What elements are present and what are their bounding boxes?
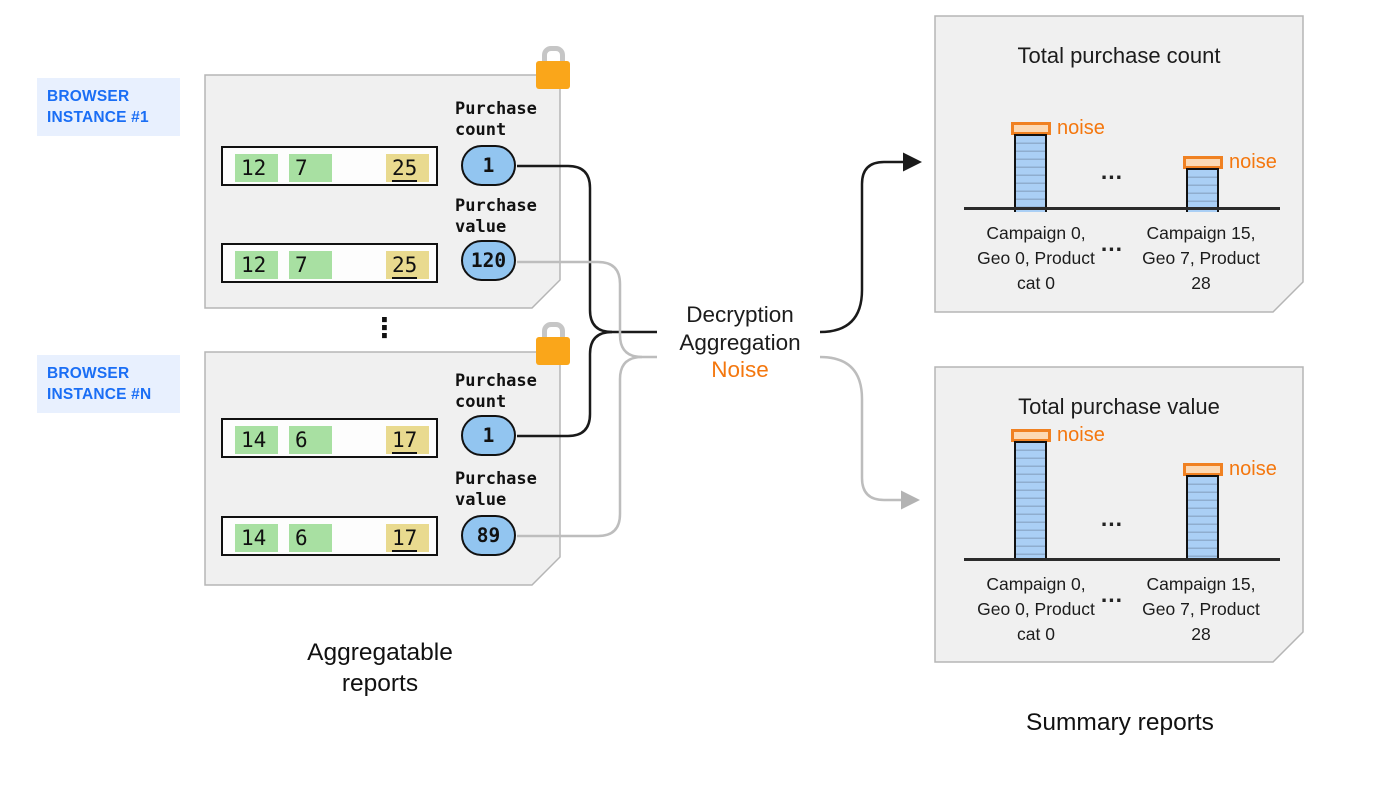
vertical-ellipsis: ⋮ <box>371 313 398 344</box>
aggregatable-reports-caption: Aggregatable reports <box>307 639 453 697</box>
axis-ellipsis: ... <box>1100 581 1124 607</box>
purchase-count-bubble: 1 <box>461 145 516 186</box>
noise-label: noise <box>1229 151 1277 173</box>
bar-value-1 <box>1014 441 1047 561</box>
connector-value-n <box>517 355 643 538</box>
purchase-value-bubble: 120 <box>461 240 516 281</box>
purchase-value-label: Purchase value <box>455 196 537 237</box>
axis-baseline <box>964 207 1280 210</box>
bucket-chip-highlight: 17 <box>386 524 429 552</box>
purchase-count-bubble: 1 <box>461 415 516 456</box>
noise-cap <box>1183 156 1223 169</box>
bucket-chip: 14 <box>235 426 278 454</box>
purchase-value-label: Purchase value <box>455 469 537 510</box>
noise-cap <box>1183 463 1223 476</box>
connector-count-1 <box>517 164 657 334</box>
process-step-noise: Noise <box>711 357 769 382</box>
axis-baseline <box>964 558 1280 561</box>
summary-reports-caption: Summary reports <box>1026 709 1214 736</box>
bar-value-2 <box>1186 475 1219 561</box>
process-step-aggregation: Aggregation <box>679 329 801 355</box>
bucket-chip-highlight: 25 <box>386 251 429 279</box>
bucket-chip-highlight: 25 <box>386 154 429 182</box>
bucket-chip: 6 <box>289 524 332 552</box>
purchase-value-bubble: 89 <box>461 515 516 556</box>
noise-label: noise <box>1057 117 1105 139</box>
lock-icon <box>536 322 572 366</box>
lock-icon <box>536 46 572 90</box>
bucket-chip: 6 <box>289 426 332 454</box>
arrowhead-value-icon <box>901 490 920 510</box>
bucket-chip: 12 <box>235 154 278 182</box>
report-row: 14 6 17 <box>221 418 438 458</box>
bucket-chip-highlight: 17 <box>386 426 429 454</box>
connector-value-1 <box>517 260 657 359</box>
axis-category: Campaign 0, Geo 0, Product cat 0 <box>977 223 1095 293</box>
connector-count-n <box>517 330 613 438</box>
process-steps: Decryption Aggregation Noise <box>630 301 850 384</box>
bars-ellipsis: ... <box>1100 158 1124 184</box>
bucket-chip: 14 <box>235 524 278 552</box>
connector-to-count-summary <box>819 160 903 334</box>
bar-count-2 <box>1186 168 1219 212</box>
arrowhead-count-icon <box>903 152 922 172</box>
summary-value-title: Total purchase value <box>1018 394 1220 419</box>
bucket-chip: 7 <box>289 251 332 279</box>
noise-cap <box>1011 429 1051 442</box>
axis-category: Campaign 15, Geo 7, Product 28 <box>1142 574 1260 644</box>
axis-category: Campaign 0, Geo 0, Product cat 0 <box>977 574 1095 644</box>
lock-body-icon <box>536 61 570 89</box>
axis-ellipsis: ... <box>1100 230 1124 256</box>
axis-category: Campaign 15, Geo 7, Product 28 <box>1142 223 1260 293</box>
purchase-count-label: Purchase count <box>455 371 537 412</box>
noise-label: noise <box>1057 424 1105 446</box>
purchase-count-label: Purchase count <box>455 99 537 140</box>
summary-count-title: Total purchase count <box>1017 43 1221 68</box>
report-row: 12 7 25 <box>221 243 438 283</box>
summary-card-count <box>934 15 1304 313</box>
browser-instance-n-label: BROWSER INSTANCE #N <box>37 355 180 413</box>
noise-cap <box>1011 122 1051 135</box>
browser-instance-1-label: BROWSER INSTANCE #1 <box>37 78 180 136</box>
bucket-chip: 12 <box>235 251 278 279</box>
report-row: 14 6 17 <box>221 516 438 556</box>
process-step-decryption: Decryption <box>686 302 794 327</box>
bar-count-1 <box>1014 134 1047 212</box>
connector-to-value-summary <box>819 355 901 502</box>
report-row: 12 7 25 <box>221 146 438 186</box>
bars-ellipsis: ... <box>1100 505 1124 531</box>
bucket-chip: 7 <box>289 154 332 182</box>
noise-label: noise <box>1229 458 1277 480</box>
lock-body-icon <box>536 337 570 365</box>
